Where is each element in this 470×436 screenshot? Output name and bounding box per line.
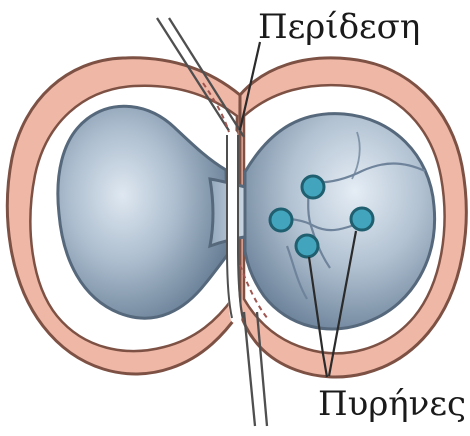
nucleus-bottom — [296, 235, 318, 257]
nucleus-top — [302, 176, 324, 198]
nuclei-label: Πυρήνες — [318, 387, 466, 421]
nucleus-right — [351, 208, 373, 230]
nucleus-left — [270, 209, 292, 231]
thread-center — [232, 135, 236, 318]
ligature-label: Περίδεση — [258, 10, 420, 44]
